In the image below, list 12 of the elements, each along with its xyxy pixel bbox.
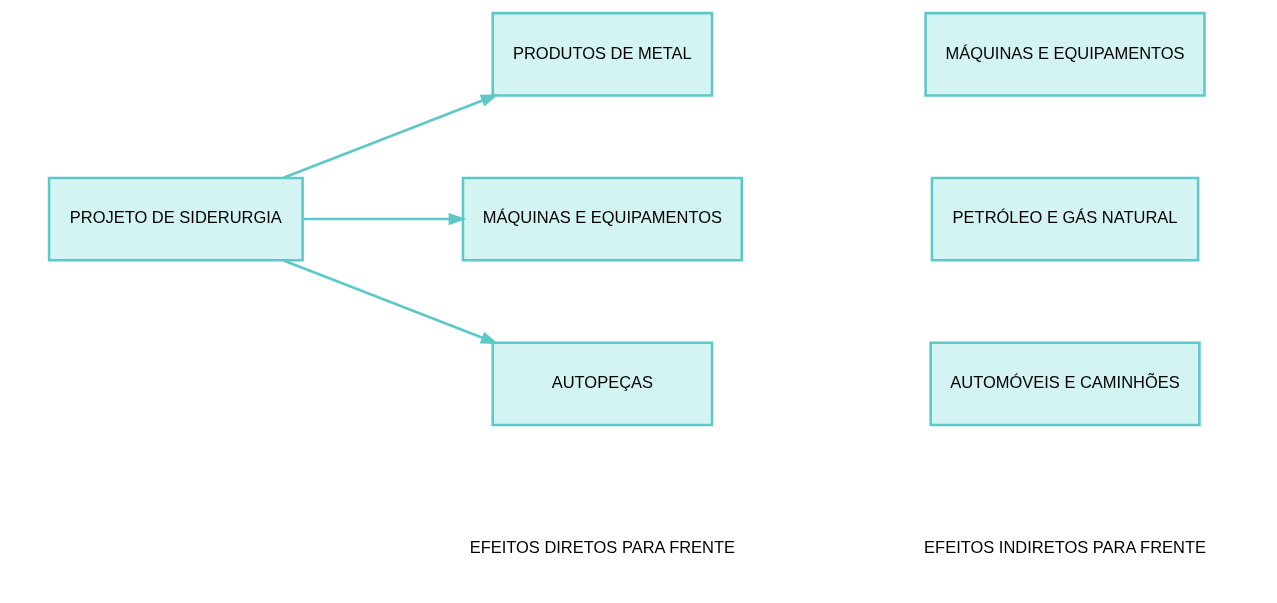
label: EFEITOS DIRETOS PARA FRENTE <box>469 537 736 556</box>
node-box: MÁQUINAS E EQUIPAMENTOS <box>461 176 744 262</box>
arrow <box>302 212 467 226</box>
node-box: AUTOMÓVEIS E CAMINHÕES <box>929 341 1201 427</box>
arrow <box>283 259 499 345</box>
node-box: PETRÓLEO E GÁS NATURAL <box>930 176 1200 262</box>
node-box: MÁQUINAS E EQUIPAMENTOS <box>924 11 1206 97</box>
arrow <box>283 94 499 179</box>
node-box: PROJETO DE SIDERURGIA <box>47 176 304 262</box>
node-box: PRODUTOS DE METAL <box>491 11 714 97</box>
label: EFEITOS INDIRETOS PARA FRENTE <box>924 537 1206 556</box>
node-box: AUTOPEÇAS <box>491 341 714 427</box>
